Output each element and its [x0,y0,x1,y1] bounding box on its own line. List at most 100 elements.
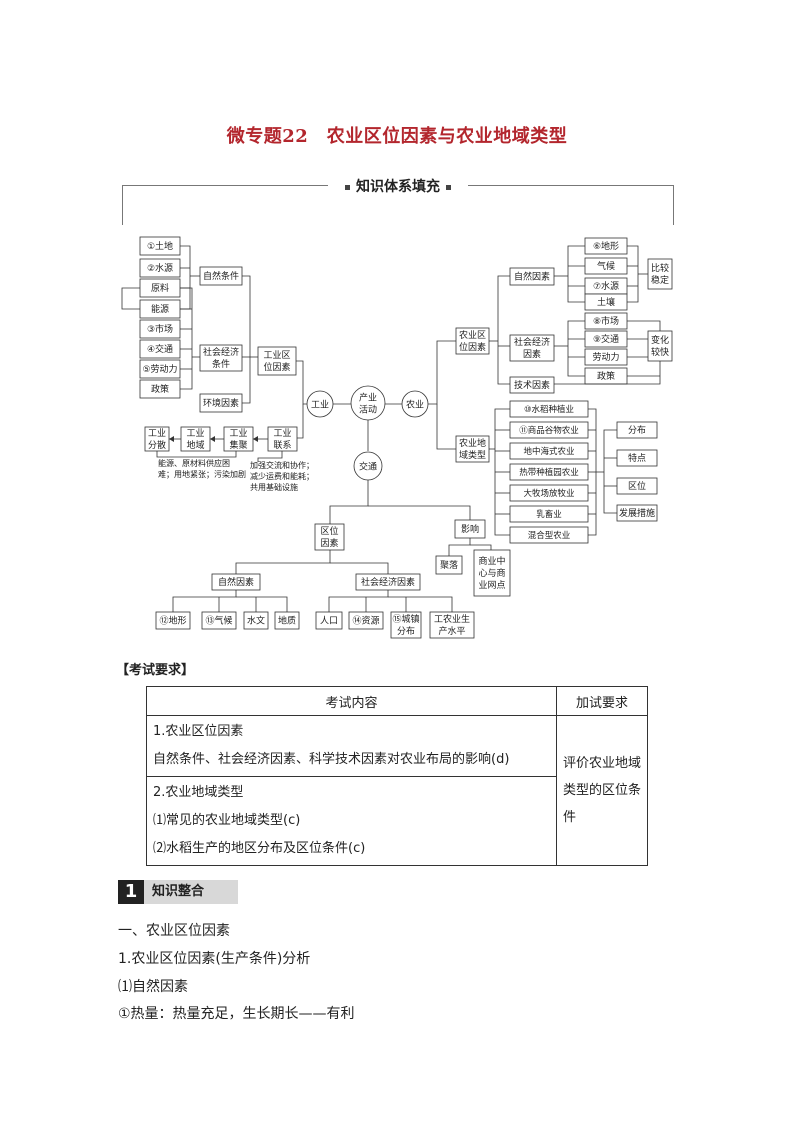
socio-economic-conditions-label: 社会经济 [203,346,239,358]
industry-factor-1-label: ①土地 [147,240,173,252]
col-header-extra: 加试要求 [556,686,648,716]
agri-natural-note-label: 比较 [651,262,669,274]
transport-city-distribution-label: ⑮城镇 [392,613,419,625]
connector-line [172,590,237,612]
agri-social-item-2-label: ⑨交通 [593,333,619,345]
body-line-1: 一、农业区位因素 [118,923,230,939]
connector-line [235,550,331,574]
dispersion-bracket [156,451,237,458]
agri-type-item-6-label: 乳畜业 [536,509,562,520]
industry-location-label: 位因素 [263,361,290,373]
note-linkage: 加强交流和协作； [250,460,314,470]
connector-line [330,562,389,574]
agri-location-label: 农业区 [459,329,486,341]
connector-line [329,480,369,524]
transport-settlement-box [435,555,463,575]
transport-natural-item-1-label: ⑫地形 [159,615,186,627]
col-header-content: 考试内容 [146,686,557,716]
environment-factor-label: 环境因素 [203,397,239,409]
social-bracket [180,287,193,390]
transport-commerce-box [473,549,511,597]
agri-aspect-3-label: 区位 [628,480,646,492]
agri-social-item-1-label: ⑧市场 [593,315,619,327]
connector-line [296,360,307,405]
agri-type-item-4-label: 热带种植园农业 [519,467,579,478]
connector-line [448,538,471,556]
connector-line [470,544,492,550]
transport-natural-item-4-box [274,611,300,630]
agri-natural-item-3-label: ⑦水源 [593,280,619,292]
agri-type-label: 农业地 [459,437,486,449]
industry-region-label: 地域 [186,439,204,451]
note-dispersion: 能源、原材料供应困 [158,458,230,468]
transport-commerce-label: 业网点 [478,580,505,591]
natural-note-bracket [627,245,639,303]
connector-line [368,505,471,520]
agri-type-item-3-label: 地中海式农业 [523,446,574,457]
connector-line [388,596,453,612]
socio-economic-conditions-box [199,344,243,372]
req-row-2: 2.农业地域类型 ⑴常见的农业地域类型(c) ⑵水稻生产的地区分布及区位条件(c… [146,776,557,866]
industry-linkage-label: 联系 [273,440,291,451]
transport-commerce-label: 心与商 [478,567,505,579]
agri-natural-bracket [567,245,585,303]
agri-type-item-2-label: ⑪商品谷物农业 [519,425,579,436]
industry-factor-2-label: ②水源 [147,262,173,274]
agri-aspect-4-box [616,504,658,522]
agri-type-label: 域类型 [459,449,486,461]
transport-city-distribution-label: 分布 [397,625,415,637]
req-row-1: 1.农业区位因素 自然条件、社会经济因素、科学技术因素对农业布局的影响(d) [146,715,557,777]
req-extra-cell: 评价农业地域类型的区位条件 [556,715,648,866]
core-activity-label: 活动 [359,404,377,416]
transport-production-level-label: 产水平 [438,625,465,637]
transport-resources-label: ⑭资源 [352,616,379,627]
transport-natural-item-2-box [201,611,237,630]
transport-impact-label: 影响 [461,523,479,535]
connector-line [328,590,389,612]
note-dispersion: 难；用地紧张；污染加剧 [158,469,246,479]
transport-natural-label: 自然因素 [218,576,254,588]
transport-production-level-box [429,611,475,639]
agri-location-bracket [497,275,510,385]
agri-natural-box [509,267,555,286]
industry-linkage-label: 工业 [273,428,291,439]
agri-social-label: 因素 [523,348,541,360]
agri-aspect-2-box [616,449,658,467]
industry-cluster-label: 工业 [229,428,247,439]
natural-bracket [180,245,191,310]
agri-tech-box [509,376,555,394]
knowledge-section-header: 知识体系填充 [122,176,674,227]
connector-line [236,596,288,612]
body-line-3: ⑴自然因素 [118,979,188,995]
agri-social-bracket [567,320,585,377]
arrow-region [210,436,215,442]
section-label: 知识整合 [144,880,238,904]
knowledge-header-label: 知识体系填充 [356,179,440,195]
agri-aspect-bracket [603,429,617,514]
transport-location-box [314,523,345,551]
transport-label: 交通 [359,461,377,473]
section-number: 1 [118,880,144,904]
industry-factor-4-label: 能源 [151,303,169,315]
page-title: 微专题22 农业区位因素与农业地域类型 [226,126,568,147]
body-line-4: ①热量：热量充足，生长期长——有利 [118,1006,355,1022]
industry-factor-8-label: 政策 [151,383,169,395]
connector-line [297,404,304,439]
agri-social-note-label: 较快 [651,346,669,358]
agri-social-note-label: 变化 [651,334,669,346]
transport-location-label: 区位 [320,525,338,537]
transport-natural-item-3-box [243,611,269,630]
agri-type-item-1-label: ⑩水稻种植业 [524,404,574,415]
knowledge-diagram: ①土地②水源原料能源③市场④交通⑤劳动力政策自然条件社会经济条件环境因素工业区位… [121,236,673,639]
arrow-dispersion [169,436,174,442]
agri-social-item-4-label: 政策 [597,370,615,382]
connector-line [257,451,283,462]
connector-line [436,404,456,450]
requirements-table: 考试内容 加试要求 1.农业区位因素 自然条件、社会经济因素、科学技术因素对农业… [146,686,648,866]
transport-natural-item-3-label: 水文 [247,615,265,627]
agri-social-note-box [647,330,673,362]
transport-location-label: 因素 [320,537,338,549]
transport-population-box [315,611,343,630]
transport-resources-box [348,611,384,630]
natural-conditions-label: 自然条件 [203,270,239,282]
